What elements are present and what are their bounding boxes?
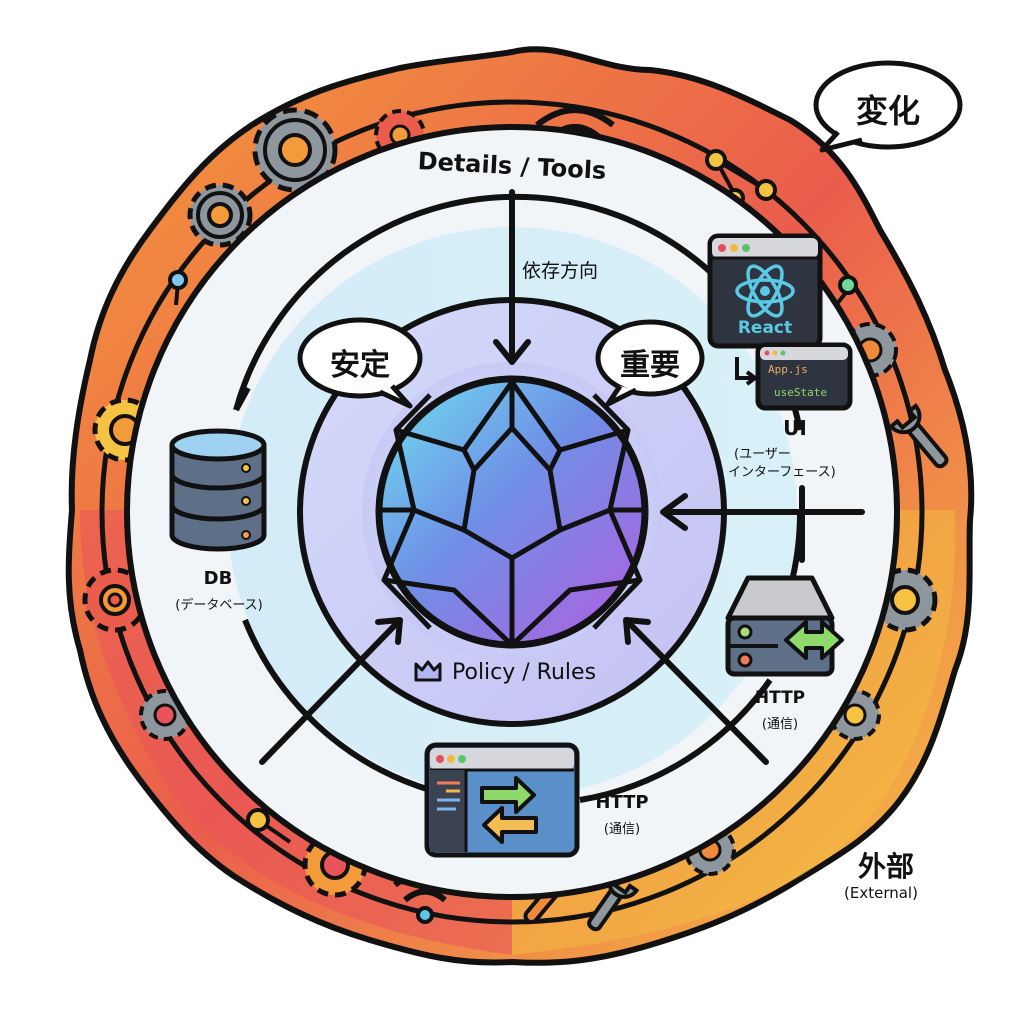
http-bottom-subtitle: (通信) bbox=[603, 822, 641, 837]
wrench-icon bbox=[888, 403, 949, 469]
code-line: useState bbox=[774, 386, 827, 399]
db-subtitle: (データベース) bbox=[175, 598, 263, 613]
arrow-upleft-to-core bbox=[623, 617, 769, 765]
database-icon bbox=[169, 428, 267, 552]
http-browser-window bbox=[424, 742, 580, 858]
ui-subtitle-line1: (ユーザー bbox=[734, 447, 791, 462]
ui-subtitle-line2: インターフェース) bbox=[728, 465, 836, 480]
interface-layer-bottom-left-arc bbox=[242, 618, 431, 793]
arrow-right-icon bbox=[480, 776, 536, 814]
bubble-change bbox=[813, 60, 963, 153]
bubble-important bbox=[595, 319, 705, 407]
arrow-down-to-core bbox=[493, 189, 531, 365]
server-icon bbox=[725, 575, 844, 677]
arrow-left-icon bbox=[482, 806, 538, 844]
db-title: DB bbox=[203, 568, 233, 589]
code-file-name: App.js bbox=[768, 363, 808, 376]
arrow-left-to-core bbox=[660, 485, 865, 563]
external-subtitle: (External) bbox=[844, 884, 918, 902]
external-ring-inner-line bbox=[99, 99, 925, 925]
arrow-upright-to-core bbox=[259, 617, 403, 765]
react-title: React bbox=[737, 318, 793, 338]
policy-gem-icon bbox=[375, 375, 649, 649]
code-window bbox=[755, 342, 853, 411]
react-logo-icon bbox=[735, 264, 795, 318]
dependency-arrows bbox=[259, 189, 865, 765]
ui-title: UI bbox=[783, 416, 807, 440]
bubble-stable bbox=[297, 317, 423, 409]
external-title: 外部 bbox=[857, 850, 914, 883]
bubble-stable-text: 安定 bbox=[330, 348, 390, 383]
gear-icon bbox=[187, 182, 253, 248]
bubble-important-text: 重要 bbox=[620, 348, 680, 383]
interface-layer-bottom-right-arc bbox=[579, 678, 773, 803]
corner-arrow-icon bbox=[735, 357, 754, 380]
http-right-title: HTTP bbox=[754, 688, 806, 708]
bidirectional-arrow-icon bbox=[784, 620, 844, 660]
http-bottom-title: HTTP bbox=[595, 792, 649, 813]
gear-icon bbox=[252, 107, 338, 193]
pin-node-icon bbox=[168, 270, 188, 306]
bubble-change-text: 変化 bbox=[855, 92, 920, 130]
crown-icon bbox=[414, 660, 442, 682]
policy-rules-label: Policy / Rules bbox=[452, 660, 597, 685]
dependency-direction-label: 依存方向 bbox=[522, 260, 599, 282]
pin-node-icon bbox=[246, 808, 292, 844]
react-window bbox=[707, 233, 823, 349]
http-right-subtitle: (通信) bbox=[761, 717, 799, 732]
